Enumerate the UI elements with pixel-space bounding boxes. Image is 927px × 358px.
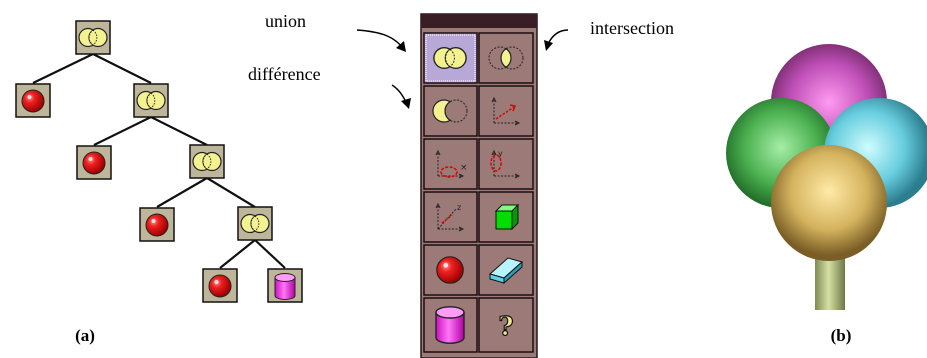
svg-text:×: × — [460, 163, 468, 173]
palette-title-bar[interactable] — [421, 14, 537, 28]
scale-axes-icon: z — [435, 202, 465, 232]
rotate-x-button[interactable]: × — [423, 138, 478, 190]
rotate-y-button[interactable]: y — [478, 138, 534, 190]
svg-text:y: y — [498, 149, 503, 158]
figure-label-b: (b) — [831, 326, 852, 345]
svg-text:?: ? — [498, 312, 513, 342]
tree-node-union[interactable] — [237, 206, 273, 241]
question-mark-icon: ? — [498, 311, 514, 342]
translate-button[interactable] — [478, 85, 534, 137]
cube-button[interactable] — [478, 191, 534, 243]
annotation-arrows — [356, 29, 569, 109]
figure-label-a: (a) — [75, 326, 95, 345]
difference-icon — [432, 99, 468, 123]
help-button[interactable]: ? — [478, 297, 534, 353]
tree-node-sphere[interactable] — [15, 83, 51, 118]
tree-node-union[interactable] — [75, 20, 111, 55]
palette-button-grid: × y — [423, 32, 534, 353]
tree-edges — [32, 53, 286, 269]
tree-node-sphere[interactable] — [76, 145, 112, 180]
arrow-union-icon — [356, 29, 405, 50]
arrow-intersection-icon — [547, 29, 569, 45]
label-intersection: intersection — [590, 18, 674, 38]
box-icon — [488, 257, 524, 285]
arrow-union-head-icon — [396, 41, 406, 52]
object-sphere-bottom — [771, 145, 887, 261]
box-button[interactable] — [478, 244, 534, 296]
tree-node-union[interactable] — [189, 144, 225, 179]
scale-button[interactable]: z — [423, 191, 478, 243]
intersection-button[interactable] — [478, 32, 534, 84]
arrow-difference-head-icon — [401, 98, 411, 109]
rendered-csg-object — [726, 44, 927, 310]
union-button[interactable] — [423, 32, 478, 84]
union-icon — [433, 46, 467, 70]
tool-palette: × y — [420, 13, 538, 358]
sphere-button[interactable] — [423, 244, 478, 296]
sphere-icon — [436, 256, 464, 284]
tree-node-sphere[interactable] — [202, 268, 238, 303]
cylinder-button[interactable] — [423, 297, 478, 353]
label-difference: différence — [248, 64, 321, 84]
tree-node-cylinder[interactable] — [267, 268, 303, 303]
tree-node-union[interactable] — [133, 83, 169, 118]
arrow-intersection-head-icon — [544, 40, 553, 51]
cylinder-icon — [435, 306, 465, 344]
csg-tree — [15, 20, 303, 303]
cube-icon — [494, 203, 520, 231]
rotate-y-icon: y — [490, 149, 521, 179]
rotate-x-icon: × — [435, 149, 468, 179]
svg-text:z: z — [457, 203, 461, 212]
difference-button[interactable] — [423, 85, 478, 137]
intersection-icon — [488, 46, 524, 70]
tree-node-sphere[interactable] — [139, 207, 175, 242]
translate-axes-icon — [491, 96, 521, 126]
label-union: union — [265, 11, 306, 31]
